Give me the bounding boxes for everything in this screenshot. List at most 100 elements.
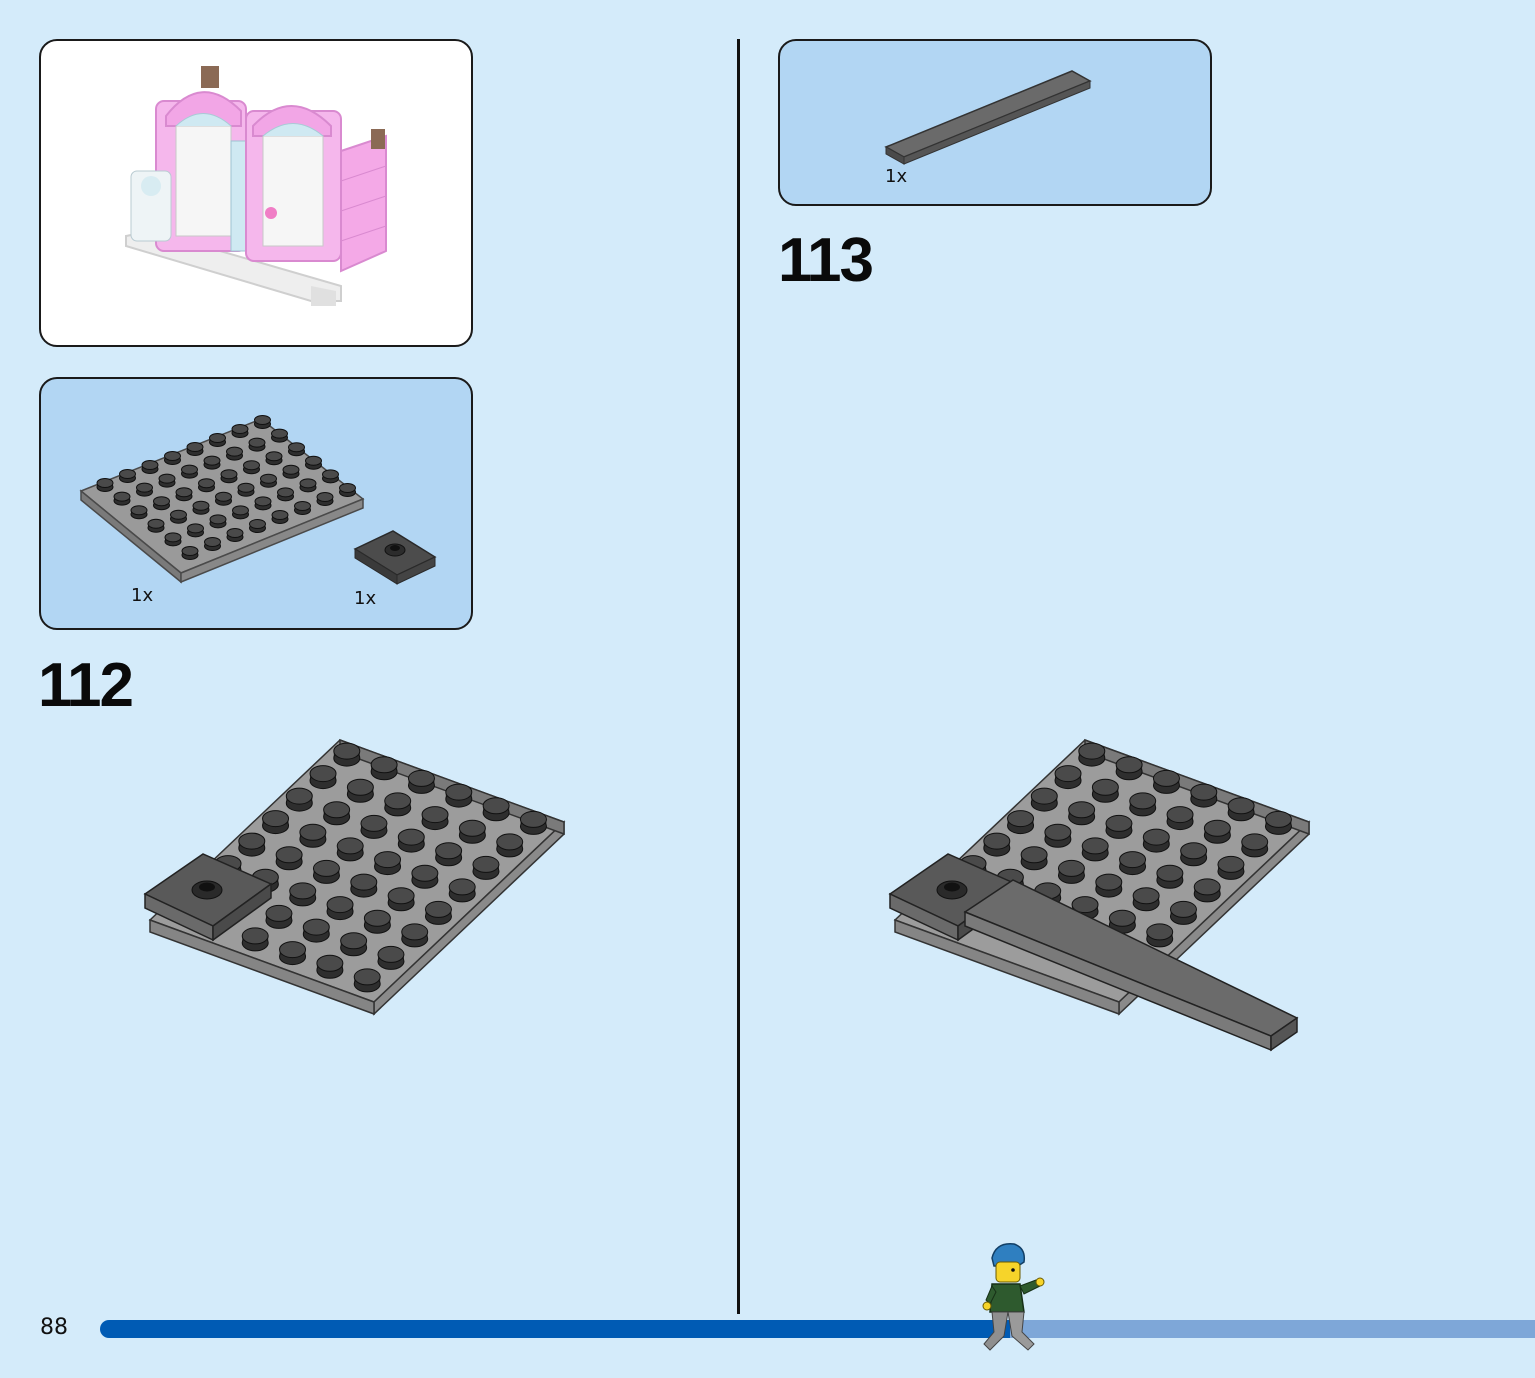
stud — [277, 487, 294, 502]
stud — [271, 510, 289, 524]
stud — [1078, 742, 1106, 767]
stud — [1156, 864, 1184, 889]
stud — [192, 500, 210, 515]
stud — [1095, 873, 1123, 898]
step-number-113: 113 — [778, 226, 874, 295]
stud — [384, 792, 412, 817]
tile-1x8-icon — [884, 70, 1092, 165]
stud — [302, 918, 330, 943]
stud — [275, 846, 303, 871]
stud — [203, 455, 221, 470]
stud — [519, 810, 547, 835]
step-113-build-illustration — [888, 738, 1311, 1052]
stud — [397, 828, 425, 853]
qty-tile-1x8: 1x — [885, 166, 908, 187]
stud — [181, 464, 198, 479]
stud — [238, 832, 266, 857]
stud — [1190, 783, 1218, 808]
stud — [360, 814, 388, 839]
stud — [370, 756, 398, 781]
stud — [1180, 842, 1208, 867]
stud — [424, 900, 452, 925]
stud — [1169, 900, 1197, 925]
stud — [1142, 828, 1170, 853]
stud — [322, 469, 339, 484]
stud — [1081, 837, 1109, 862]
stud — [209, 433, 226, 447]
step-number-112: 112 — [38, 651, 134, 720]
parts-list-step-113: 1x — [778, 39, 1212, 206]
stud — [299, 823, 327, 848]
plate-side — [149, 918, 375, 1016]
stud — [279, 941, 307, 966]
stud — [421, 806, 449, 831]
stud — [288, 442, 305, 457]
stud — [983, 832, 1011, 857]
stud — [339, 483, 356, 497]
context-model-panel — [39, 39, 473, 347]
stud — [232, 505, 249, 520]
stud — [204, 537, 221, 551]
stud — [164, 532, 182, 547]
stud — [175, 487, 193, 502]
stud — [346, 778, 374, 803]
stud — [350, 873, 378, 898]
stud — [458, 819, 486, 844]
stud — [435, 842, 463, 867]
stud — [254, 415, 271, 429]
stud — [312, 859, 340, 884]
progress-bar-remaining — [1010, 1320, 1535, 1338]
stud — [448, 878, 476, 903]
stud — [326, 896, 354, 921]
qty-jumper-plate: 1x — [354, 588, 377, 609]
stud — [472, 855, 500, 880]
stud — [333, 742, 361, 767]
stud — [387, 887, 415, 912]
stud — [147, 518, 165, 533]
progress-bar-completed — [100, 1320, 1010, 1338]
stud — [340, 932, 368, 957]
tile-1x8 — [963, 879, 1299, 1052]
stud — [237, 482, 255, 497]
stud — [305, 455, 322, 470]
stud — [282, 464, 300, 479]
minifigure-icon — [982, 1243, 1045, 1351]
stud — [374, 851, 402, 876]
stud — [249, 519, 266, 533]
stud — [1166, 806, 1194, 831]
stud — [323, 801, 351, 826]
stud — [130, 505, 148, 520]
stud — [265, 451, 283, 466]
stud — [119, 469, 136, 483]
jumper-plate — [143, 853, 273, 942]
stud — [1193, 878, 1221, 903]
stud — [445, 783, 473, 808]
stud — [226, 528, 244, 542]
stud — [262, 810, 290, 835]
stud — [113, 491, 131, 506]
stud — [1132, 887, 1160, 912]
page-number: 88 — [40, 1315, 68, 1340]
stud — [1057, 859, 1085, 884]
stud — [1203, 819, 1231, 844]
stud — [1129, 792, 1157, 817]
step-112-build-illustration — [143, 738, 566, 1016]
stud — [1241, 833, 1269, 858]
stud — [407, 769, 435, 794]
stud — [309, 765, 337, 790]
stud — [363, 909, 391, 934]
stud — [496, 833, 524, 858]
plate-6x8-icon — [79, 415, 365, 584]
stud — [1030, 787, 1058, 812]
stud — [1020, 846, 1048, 871]
stud — [215, 491, 232, 506]
column-divider — [737, 39, 740, 1314]
stud — [158, 473, 176, 488]
stud — [209, 514, 227, 529]
stud — [482, 797, 510, 822]
stud — [377, 945, 405, 970]
stud — [316, 954, 344, 979]
stud — [260, 473, 277, 488]
stud — [153, 496, 170, 511]
stud — [1054, 765, 1082, 790]
